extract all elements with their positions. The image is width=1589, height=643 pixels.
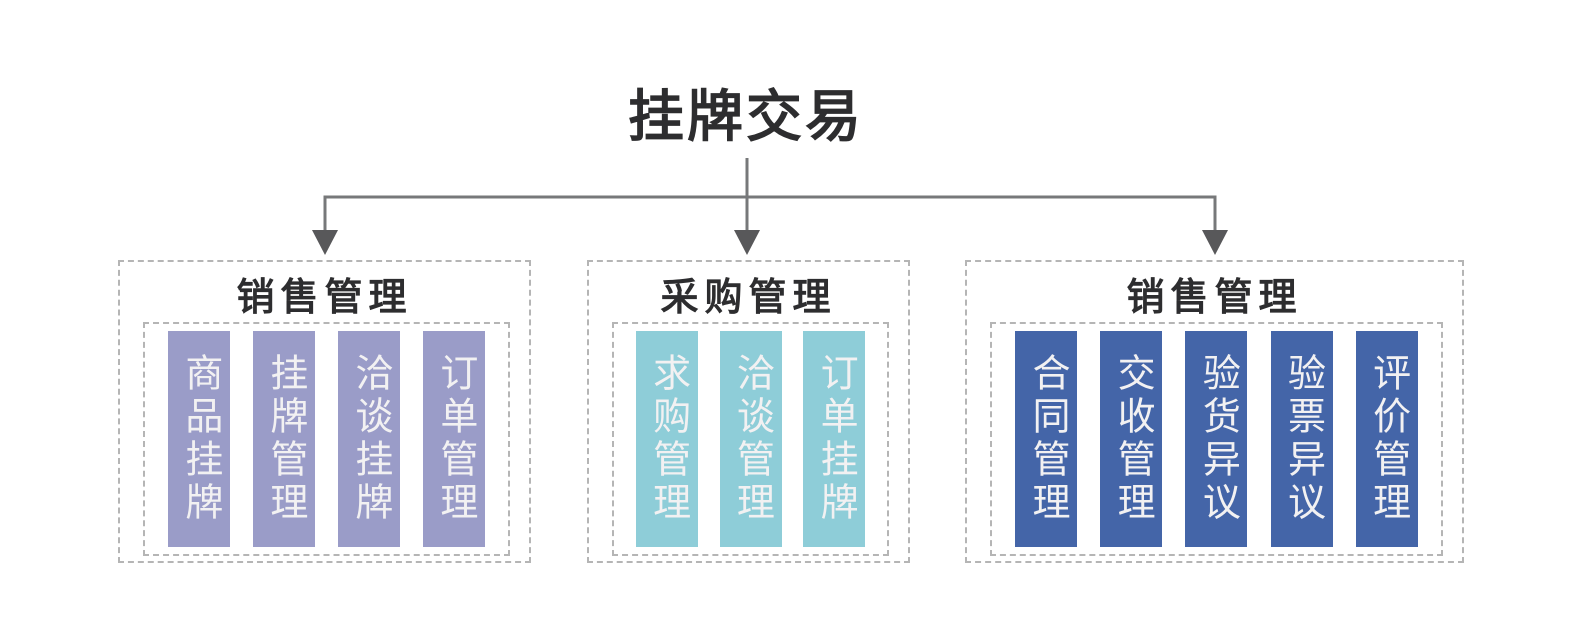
group-sales-management-right: 销售管理 合同管理交收管理验货异议验票异议评价管理 [965, 260, 1464, 563]
item-商品挂牌: 商品挂牌 [168, 331, 230, 547]
group-inner-box: 合同管理交收管理验货异议验票异议评价管理 [990, 322, 1443, 556]
item-订单挂牌: 订单挂牌 [803, 331, 866, 547]
item-洽谈挂牌: 洽谈挂牌 [338, 331, 400, 547]
group-sales-management-left: 销售管理 商品挂牌挂牌管理洽谈挂牌订单管理 [118, 260, 531, 563]
group-heading: 采购管理 [660, 277, 837, 319]
page-title: 挂牌交易 [628, 85, 864, 148]
group-inner-box: 求购管理洽谈管理订单挂牌 [612, 322, 889, 556]
item-求购管理: 求购管理 [635, 331, 698, 547]
item-评价管理: 评价管理 [1355, 331, 1418, 547]
item-挂牌管理: 挂牌管理 [253, 331, 315, 547]
group-purchase-management: 采购管理 求购管理洽谈管理订单挂牌 [587, 260, 910, 563]
item-验货异议: 验货异议 [1185, 331, 1248, 547]
arrowhead-center-icon [734, 230, 760, 255]
item-订单管理: 订单管理 [423, 331, 485, 547]
item-验票异议: 验票异议 [1270, 331, 1333, 547]
connector-rail-line [323, 195, 1217, 233]
group-inner-box: 商品挂牌挂牌管理洽谈挂牌订单管理 [143, 322, 510, 556]
group-heading: 销售管理 [1126, 277, 1303, 319]
arrowhead-right-icon [1202, 230, 1228, 255]
group-heading: 销售管理 [236, 277, 413, 319]
item-合同管理: 合同管理 [1015, 331, 1078, 547]
arrowhead-left-icon [312, 230, 338, 255]
item-交收管理: 交收管理 [1100, 331, 1163, 547]
item-洽谈管理: 洽谈管理 [719, 331, 782, 547]
